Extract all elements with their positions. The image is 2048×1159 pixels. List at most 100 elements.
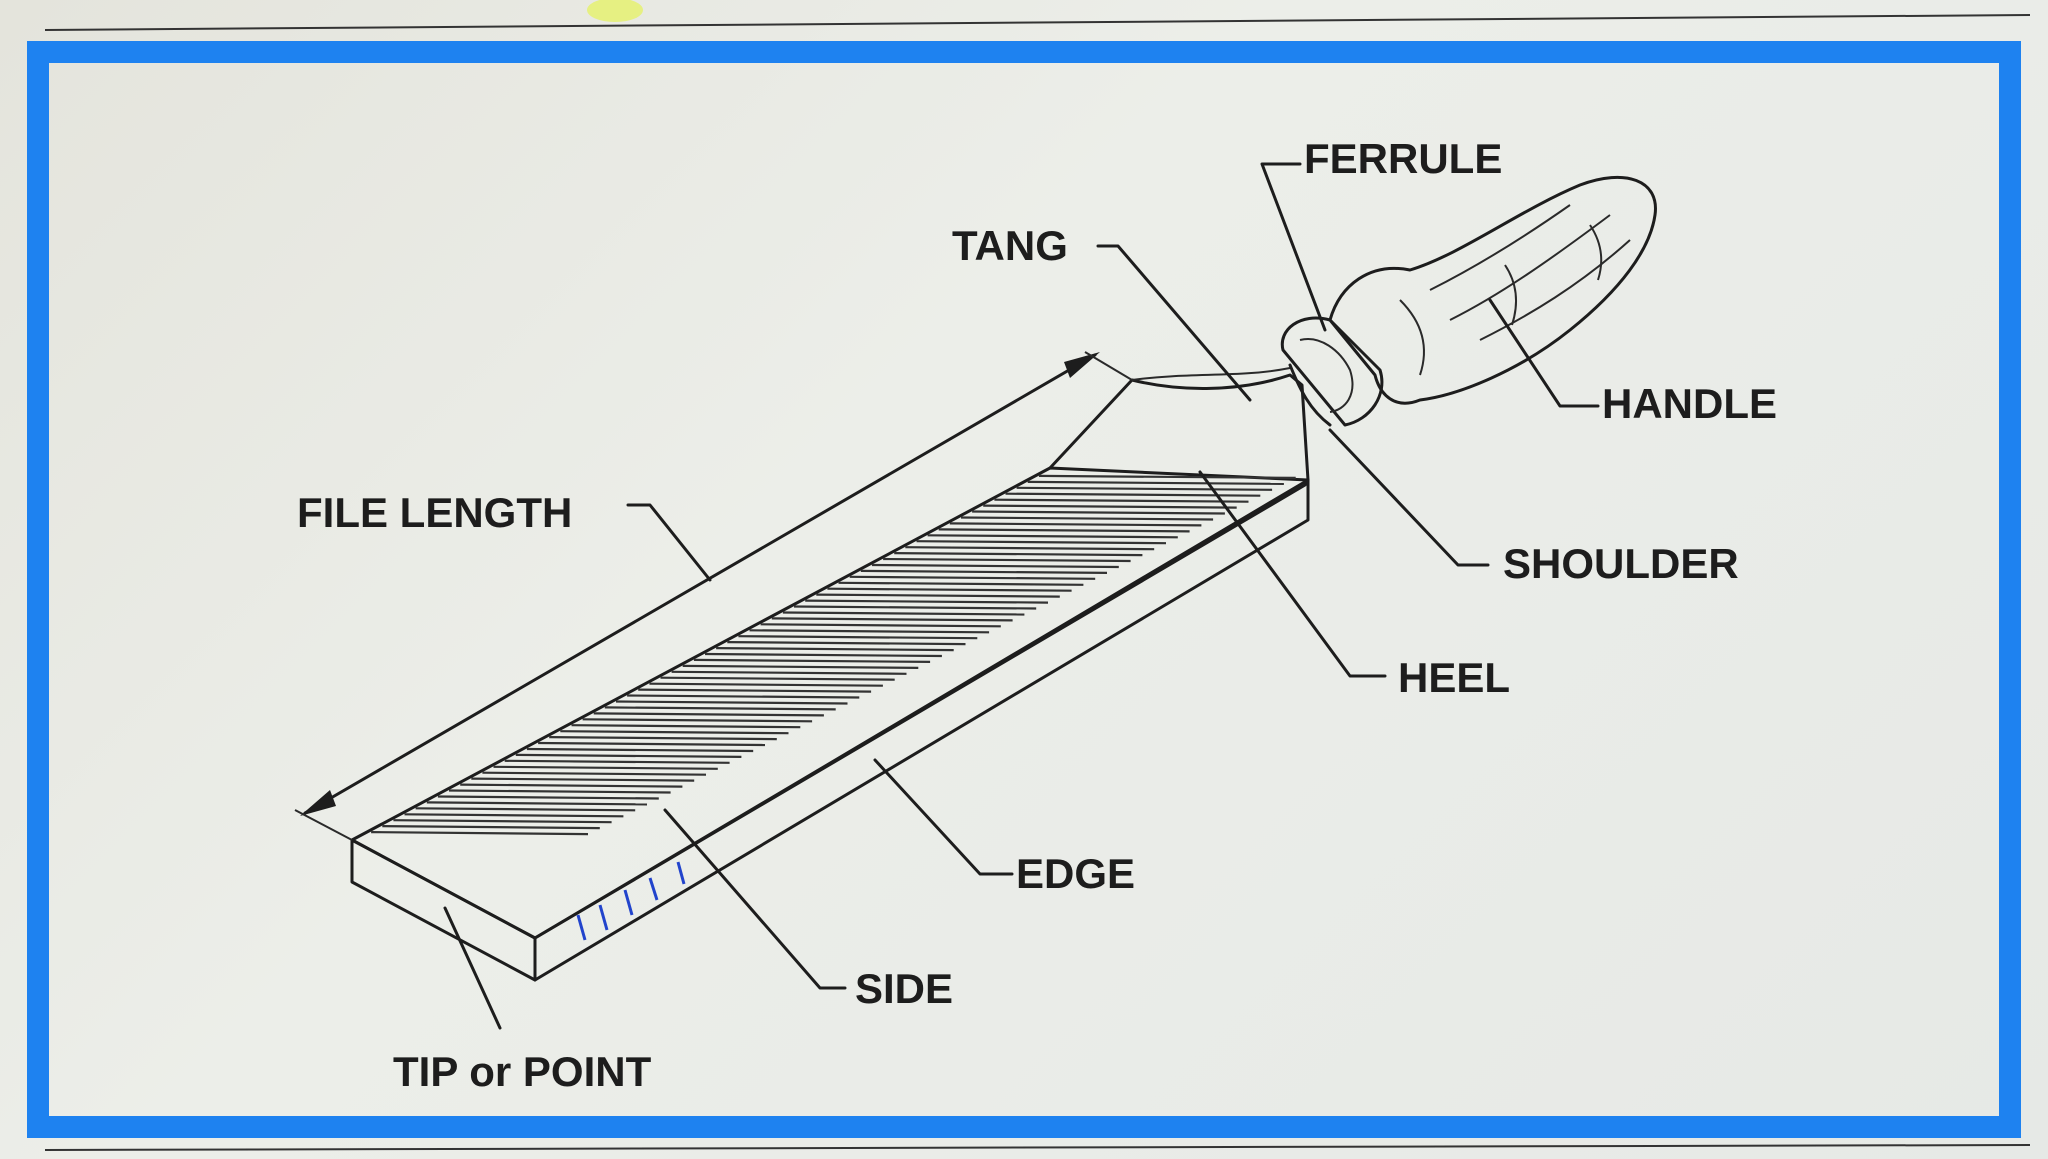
hatch-line <box>515 753 742 758</box>
hatch-line <box>604 706 836 711</box>
leader-tang <box>1096 244 1252 402</box>
file-teeth-hatching <box>371 474 1296 836</box>
hatch-line <box>927 534 1178 539</box>
hatch-line <box>404 813 624 818</box>
hatch-line <box>426 801 648 806</box>
hatch-line <box>526 747 754 753</box>
hatch-line <box>693 658 931 663</box>
leader-shoulder <box>1328 428 1490 567</box>
pen-marks <box>576 861 686 941</box>
hatch-line <box>949 522 1202 527</box>
file-length-ext-end <box>1084 351 1133 381</box>
hatch-line <box>660 676 895 681</box>
hatch-line <box>615 700 848 705</box>
hatch-line <box>849 575 1096 580</box>
hatch-line <box>504 759 730 764</box>
hatch-line <box>749 629 990 634</box>
hatch-line <box>415 807 636 812</box>
file-length-arrow <box>303 353 1097 815</box>
hatch-line <box>638 688 872 693</box>
hatch-line <box>649 682 883 687</box>
hatch-line <box>682 664 919 669</box>
ferrule-shape <box>1280 316 1384 427</box>
hatch-line <box>471 777 695 782</box>
label-heel: HEEL <box>1398 654 1510 701</box>
hatch-line <box>549 736 777 741</box>
label-shoulder: SHOULDER <box>1503 540 1739 587</box>
handle-grain-6 <box>1399 299 1425 376</box>
hatch-line <box>1016 486 1273 491</box>
hatch-line <box>571 724 801 729</box>
hatch-line <box>627 694 860 699</box>
paper-border-bottom <box>44 1144 2031 1151</box>
file-length-arrowhead-end <box>1064 352 1100 378</box>
file-length-ext-start <box>294 809 353 841</box>
leader-handle <box>1488 298 1600 408</box>
hatch-line <box>593 712 824 717</box>
leader-file-length <box>626 503 712 582</box>
hatch-line <box>916 540 1167 545</box>
hatch-line <box>805 599 1049 604</box>
label-tang: TANG <box>952 222 1068 269</box>
leader-ferrule <box>1260 162 1327 332</box>
hatch-line <box>371 831 589 836</box>
hatch-line <box>793 605 1037 610</box>
label-file-length: FILE LENGTH <box>297 489 572 536</box>
hatch-line <box>827 587 1072 592</box>
hatch-line <box>838 581 1084 586</box>
handle-grain-3 <box>1479 239 1631 341</box>
hatch-line <box>894 552 1143 557</box>
label-handle: HANDLE <box>1602 380 1777 427</box>
hatch-line <box>560 730 789 735</box>
hatch-line <box>738 635 978 640</box>
hatch-line <box>972 510 1225 515</box>
hatch-line <box>883 557 1131 563</box>
label-ferrule: FERRULE <box>1304 135 1502 182</box>
hatch-line <box>905 546 1155 551</box>
ferrule-ring <box>1299 338 1354 413</box>
hatch-line <box>760 623 1001 628</box>
hatch-line <box>671 670 907 675</box>
leader-heel <box>1198 470 1387 678</box>
handle-grain-2 <box>1449 214 1611 321</box>
hatch-line <box>727 641 966 646</box>
leader-tip <box>443 906 502 1030</box>
hatch-line <box>871 563 1119 569</box>
hatch-line <box>1027 480 1284 485</box>
label-tip: TIP or POINT <box>393 1048 652 1095</box>
hatch-line <box>437 795 659 800</box>
highlight-frame <box>27 41 2021 1138</box>
leader-side <box>663 808 847 990</box>
hatch-line <box>816 593 1060 598</box>
handle-shape <box>1328 175 1657 405</box>
hatch-line <box>538 741 766 747</box>
hatch-line <box>782 611 1025 616</box>
label-edge: EDGE <box>1016 850 1135 897</box>
hatch-line <box>493 765 718 770</box>
file-length-arrowhead-start <box>300 790 336 816</box>
file-tang-outline <box>1048 373 1310 482</box>
hatch-line <box>460 783 683 788</box>
tang-curve <box>1131 367 1291 381</box>
hatch-line <box>771 617 1013 622</box>
hatch-line <box>482 771 707 776</box>
paper-border-top <box>44 14 2031 31</box>
hatch-line <box>704 652 942 658</box>
label-side: SIDE <box>855 965 953 1012</box>
leader-edge <box>873 758 1014 876</box>
hatch-line <box>1038 474 1296 479</box>
handle-grain-1 <box>1429 204 1571 291</box>
hatch-line <box>960 516 1214 521</box>
highlighter-smudge <box>587 0 643 22</box>
hatch-line <box>582 718 813 723</box>
handle-grain-4 <box>1504 264 1517 326</box>
hatch-line <box>448 789 671 794</box>
hatch-line <box>716 647 954 652</box>
file-edge-face <box>533 478 1310 982</box>
handle-grain-5 <box>1589 224 1603 281</box>
hatch-line <box>860 569 1108 574</box>
hatch-line <box>393 819 612 824</box>
shoulder-joint <box>1288 363 1332 427</box>
